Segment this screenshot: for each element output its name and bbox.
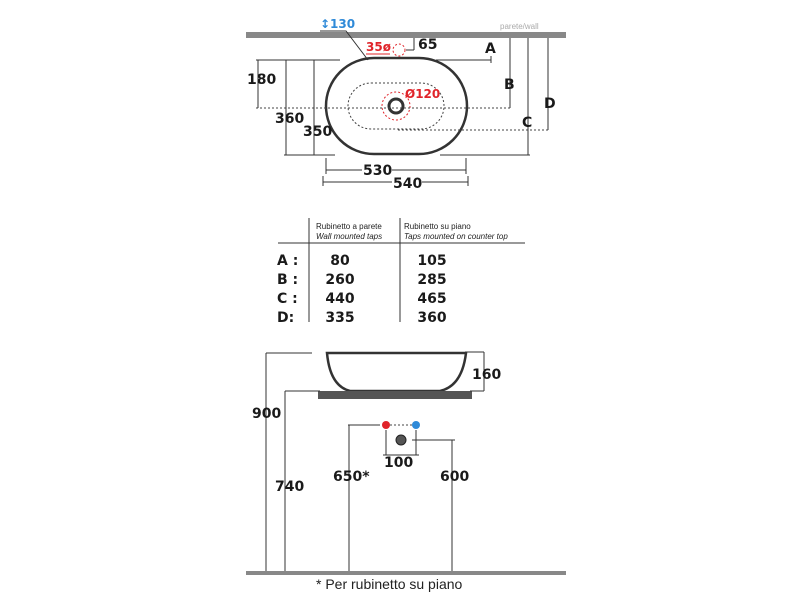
basin-outline (324, 56, 469, 156)
basin-inner-outline (347, 82, 445, 130)
top-view: parete/wall ↕130 Ø120 35ø 65 A B C D 180… (246, 17, 566, 192)
drain-zone (381, 91, 411, 121)
dim-65: 65 (418, 37, 437, 53)
basin-profile (325, 351, 468, 393)
dim-740: 740 (275, 479, 304, 495)
side-view: 900 740 160 100 650* 600 * Per rubinetto… (246, 351, 566, 592)
dim-360: 360 (275, 111, 304, 127)
footnote: * Per rubinetto su piano (316, 576, 463, 592)
tap-height-leader (320, 30, 369, 61)
table-row: D: 335 360 (277, 310, 447, 326)
wall-bar (246, 32, 566, 38)
cell-wall: 260 (325, 272, 354, 288)
dimension-table: Rubinetto a parete Wall mounted taps Rub… (277, 218, 525, 326)
row-label: C : (277, 291, 298, 307)
table-row: A : 80 105 (277, 253, 447, 269)
cell-wall: 80 (330, 253, 350, 269)
dim-600: 600 (440, 469, 469, 485)
cell-counter: 360 (417, 310, 446, 326)
cell-counter: 285 (417, 272, 446, 288)
label-d: D (544, 96, 556, 112)
hot-water-icon (382, 421, 390, 429)
col1-subtitle: Wall mounted taps (316, 232, 382, 241)
label-a: A (485, 41, 496, 57)
dim-160: 160 (472, 367, 501, 383)
floor (246, 571, 566, 575)
tap-height-label: ↕130 (320, 17, 355, 31)
col2-subtitle: Taps mounted on counter top (404, 232, 508, 241)
cell-counter: 465 (417, 291, 446, 307)
wall-label: parete/wall (500, 22, 539, 31)
drain-label: Ø120 (405, 87, 440, 101)
dim-350: 350 (303, 124, 332, 140)
table-row: C : 440 465 (277, 291, 447, 307)
dim-650: 650* (333, 469, 370, 485)
row-label: B : (277, 272, 298, 288)
drain-icon (387, 97, 405, 115)
dim-100: 100 (384, 455, 413, 471)
dim-180: 180 (247, 72, 276, 88)
table-row: B : 260 285 (277, 272, 447, 288)
cold-water-icon (412, 421, 420, 429)
cell-wall: 335 (325, 310, 354, 326)
drain-outlet-icon (395, 434, 407, 446)
dim-540: 540 (393, 176, 422, 192)
col1-title: Rubinetto a parete (316, 222, 382, 231)
col2-title: Rubinetto su piano (404, 222, 471, 231)
row-label: D: (277, 310, 294, 326)
row-label: A : (277, 253, 298, 269)
dim-530: 530 (363, 163, 392, 179)
dim-900: 900 (252, 406, 281, 422)
countertop (318, 391, 472, 399)
label-c: C (522, 115, 532, 131)
cell-counter: 105 (417, 253, 446, 269)
tap-hole-label: 35ø (366, 40, 391, 54)
cell-wall: 440 (325, 291, 354, 307)
tap-hole-icon (392, 43, 406, 57)
label-b: B (504, 77, 515, 93)
